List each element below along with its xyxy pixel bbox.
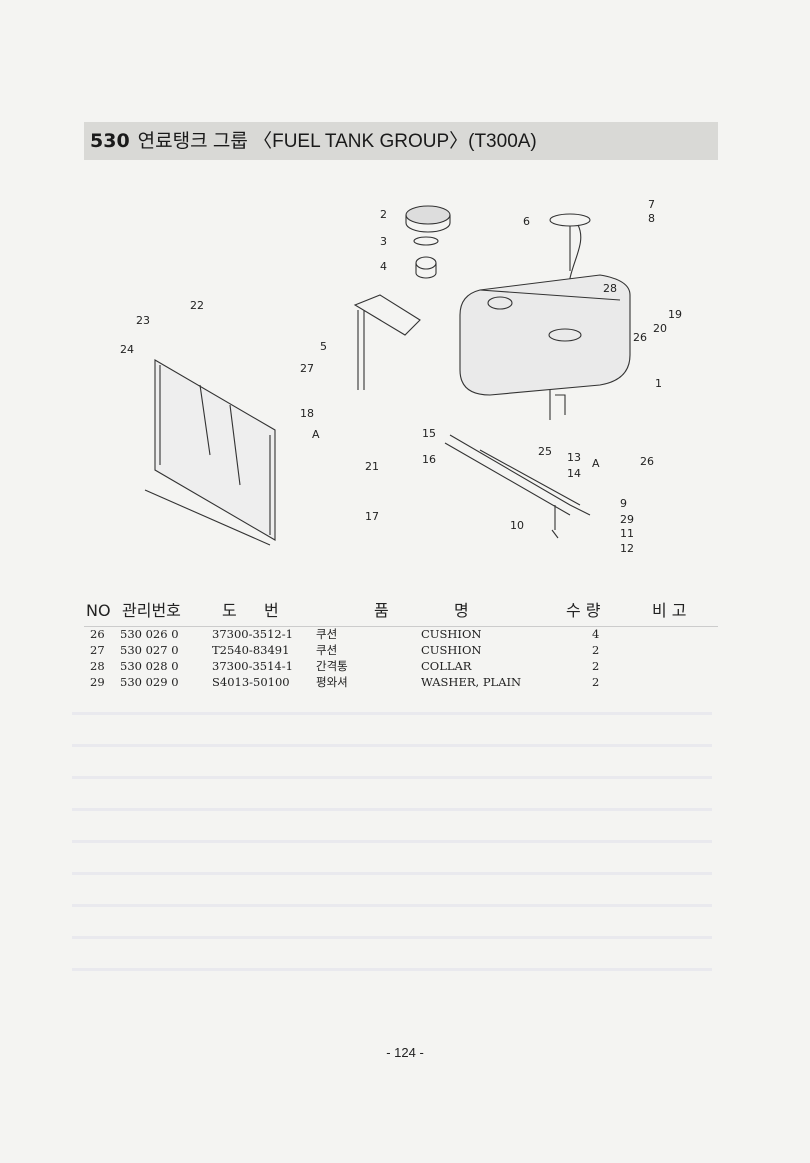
section-number: 530 <box>90 130 130 152</box>
callout: A <box>592 457 600 470</box>
header-band <box>84 122 718 160</box>
callout: 26 <box>640 455 654 468</box>
callout: 12 <box>620 542 634 555</box>
table-row: 28 530 028 0 37300-3514-1 간격통 COLLAR 2 <box>84 658 718 674</box>
page-number: - 124 - <box>386 1045 424 1060</box>
callout: 21 <box>365 460 379 473</box>
callout: 18 <box>300 407 314 420</box>
callout: 11 <box>620 527 634 540</box>
callout: 19 <box>668 308 682 321</box>
col-item-2: 명 <box>454 601 469 620</box>
row-eng: CUSHION <box>421 627 482 641</box>
callout: 29 <box>620 513 634 526</box>
row-eng: CUSHION <box>421 643 482 657</box>
table-row: 26 530 026 0 37300-3512-1 쿠션 CUSHION 4 <box>84 626 718 642</box>
row-drawing: T2540-83491 <box>212 643 290 657</box>
row-kor: 간격통 <box>316 659 348 673</box>
row-eng: COLLAR <box>421 659 472 673</box>
callout: 10 <box>510 519 524 532</box>
parts-table-header: NO 관리번호 도 번 품 명 수 량 비 고 <box>84 600 718 627</box>
callout: 24 <box>120 343 134 356</box>
parts-table-body: 26 530 026 0 37300-3512-1 쿠션 CUSHION 4 2… <box>84 626 718 690</box>
blank-ruled-lines <box>72 700 722 1000</box>
row-drawing: S4013-50100 <box>212 675 290 689</box>
callout: 28 <box>603 282 617 295</box>
callout: 20 <box>653 322 667 335</box>
callout: 4 <box>380 260 387 273</box>
row-qty: 4 <box>592 627 600 641</box>
row-drawing: 37300-3512-1 <box>212 627 293 641</box>
row-kor: 쿠션 <box>316 643 338 657</box>
table-row: 29 530 029 0 S4013-50100 평와셔 WASHER, PLA… <box>84 674 718 690</box>
row-kor: 평와셔 <box>316 675 348 689</box>
row-no: 28 <box>90 659 105 673</box>
callout: 3 <box>380 235 387 248</box>
col-qty: 수 량 <box>566 601 601 620</box>
table-row: 27 530 027 0 T2540-83491 쿠션 CUSHION 2 <box>84 642 718 658</box>
row-qty: 2 <box>592 643 600 657</box>
row-kor: 쿠션 <box>316 627 338 641</box>
callout: 17 <box>365 510 379 523</box>
callout: A <box>312 428 320 441</box>
col-drawing-1: 도 <box>222 601 237 620</box>
callout: 27 <box>300 362 314 375</box>
callout: 7 <box>648 198 655 211</box>
ruled-line <box>72 904 712 907</box>
row-qty: 2 <box>592 659 600 673</box>
callout: 15 <box>422 427 436 440</box>
ruled-line <box>72 872 712 875</box>
ruled-line <box>72 776 712 779</box>
row-no: 29 <box>90 675 105 689</box>
callout: 2 <box>380 208 387 221</box>
ruled-line <box>72 744 712 747</box>
row-qty: 2 <box>592 675 600 689</box>
callout: 22 <box>190 299 204 312</box>
callout: 1 <box>655 377 662 390</box>
callout: 23 <box>136 314 150 327</box>
col-drawing-2: 번 <box>264 601 279 620</box>
callout: 5 <box>320 340 327 353</box>
row-eng: WASHER, PLAIN <box>421 675 522 689</box>
page-title: 530 연료탱크 그룹 〈FUEL TANK GROUP〉(T300A) <box>90 128 537 155</box>
row-mgmt: 530 027 0 <box>120 643 179 657</box>
callout: 16 <box>422 453 436 466</box>
row-drawing: 37300-3514-1 <box>212 659 293 673</box>
row-mgmt: 530 029 0 <box>120 675 179 689</box>
row-mgmt: 530 026 0 <box>120 627 179 641</box>
col-no: NO <box>86 601 111 620</box>
ruled-line <box>72 968 712 971</box>
callout: 13 <box>567 451 581 464</box>
row-no: 27 <box>90 643 105 657</box>
ruled-line <box>72 712 712 715</box>
row-no: 26 <box>90 627 105 641</box>
section-title: 연료탱크 그룹 〈FUEL TANK GROUP〉(T300A) <box>137 131 537 152</box>
ruled-line <box>72 808 712 811</box>
row-mgmt: 530 028 0 <box>120 659 179 673</box>
col-mgmt: 관리번호 <box>122 601 181 620</box>
callout: 9 <box>620 497 627 510</box>
callout: 25 <box>538 445 552 458</box>
ruled-line <box>72 840 712 843</box>
col-item-1: 품 <box>374 601 389 620</box>
ruled-line <box>72 936 712 939</box>
callout: 6 <box>523 215 530 228</box>
callout: 8 <box>648 212 655 225</box>
callout: 26 <box>633 331 647 344</box>
callout: 14 <box>567 467 581 480</box>
parts-diagram: 2 3 4 5 6 7 8 19 20 26 1 22 23 24 27 18 … <box>120 198 682 555</box>
col-remark: 비 고 <box>652 601 687 620</box>
